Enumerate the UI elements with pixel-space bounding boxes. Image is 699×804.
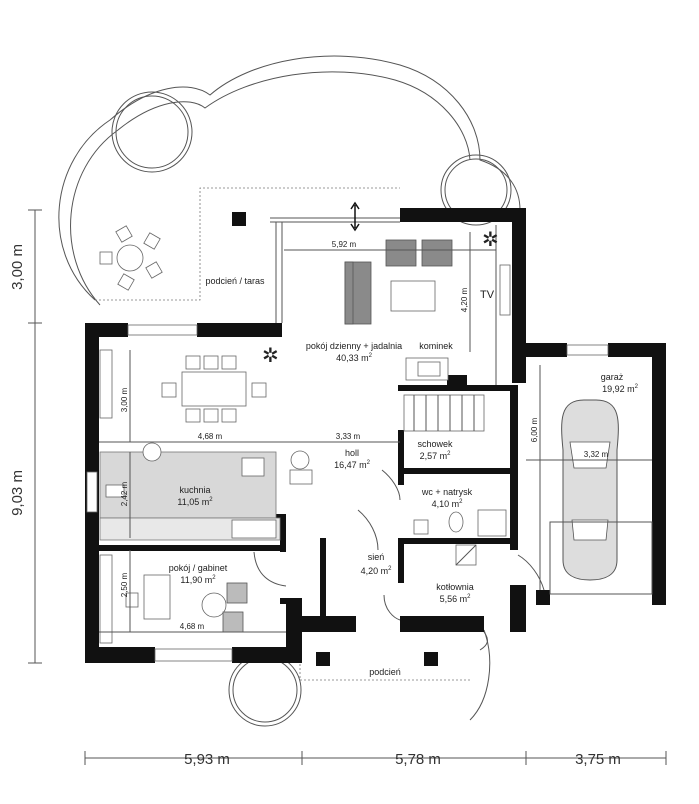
dim-office-depth: 2,50 m <box>120 572 129 597</box>
porch-label: podcień <box>369 667 401 677</box>
dim-office-width: 4,68 m <box>180 622 205 631</box>
room-boiler-name: kotłownia <box>436 582 474 592</box>
dim-outer-bottom-left: 5,93 m <box>184 751 230 768</box>
room-hall-area: 16,47 m2 <box>334 460 371 470</box>
room-hall-name: holl <box>345 448 359 458</box>
dim-outer-bottom-mid: 5,78 m <box>395 751 441 768</box>
dim-outer-left-main: 9,03 m <box>9 470 26 516</box>
terrace-label: podcień / taras <box>205 276 265 286</box>
porch-pillar <box>316 652 330 666</box>
car <box>549 399 653 595</box>
room-closet-area: 2,57 m2 <box>420 451 452 461</box>
dim-dining-width: 4,68 m <box>198 432 223 441</box>
room-kitchen-area: 11,05 m2 <box>177 497 213 507</box>
dim-outer-left-top: 3,00 m <box>9 244 26 290</box>
room-wc-name: wc + natrysk <box>421 487 473 497</box>
dining-table <box>99 349 267 423</box>
room-garage-area: 19,92 m2 <box>602 384 639 394</box>
room-wc-area: 4,10 m2 <box>432 499 464 509</box>
porch-pillar <box>424 652 438 666</box>
outer-dimension-lines <box>28 209 667 765</box>
dim-outer-bottom-right: 3,75 m <box>575 751 621 768</box>
dim-garage-width: 3,32 m <box>584 450 609 459</box>
room-living-name: pokój dzienny + jadalnia <box>306 341 402 351</box>
plant-icon: ✲ <box>262 345 279 367</box>
room-closet-name: schowek <box>417 439 453 449</box>
inner-dimension-lines <box>99 232 652 633</box>
room-vestibule-area: 4,20 m2 <box>361 566 393 576</box>
dim-hall-width: 3,33 m <box>336 432 361 441</box>
living-furniture <box>344 225 497 385</box>
kitchen-counters <box>99 442 313 541</box>
plant-icon: ✲ <box>482 229 499 251</box>
bathroom-fixtures <box>413 509 507 537</box>
dim-garage-depth: 6,00 m <box>530 417 539 442</box>
boiler <box>455 544 477 566</box>
door-arrow-icon <box>350 201 360 232</box>
dim-dining-depth: 3,00 m <box>120 387 129 412</box>
tv-label: TV <box>480 289 495 301</box>
room-fireplace-name: kominek <box>419 341 453 351</box>
windows <box>86 217 609 662</box>
room-office-name: pokój / gabinet <box>169 563 228 573</box>
terrace-pillar <box>232 212 246 226</box>
dim-living-depth: 4,20 m <box>460 287 469 312</box>
room-office-area: 11,90 m2 <box>180 575 216 585</box>
door-swings <box>253 469 545 651</box>
room-kitchen-name: kuchnia <box>179 485 210 495</box>
office-furniture <box>99 554 248 644</box>
terrace-table <box>99 225 163 291</box>
room-boiler-area: 5,56 m2 <box>440 594 472 604</box>
dim-kitchen-depth: 2,42 m <box>120 481 129 506</box>
dim-living-width: 5,92 m <box>332 240 357 249</box>
room-living-area: 40,33 m2 <box>336 353 373 363</box>
room-garage-name: garaż <box>601 372 624 382</box>
stairs <box>403 394 485 432</box>
room-vestibule-name: sień <box>368 552 385 562</box>
